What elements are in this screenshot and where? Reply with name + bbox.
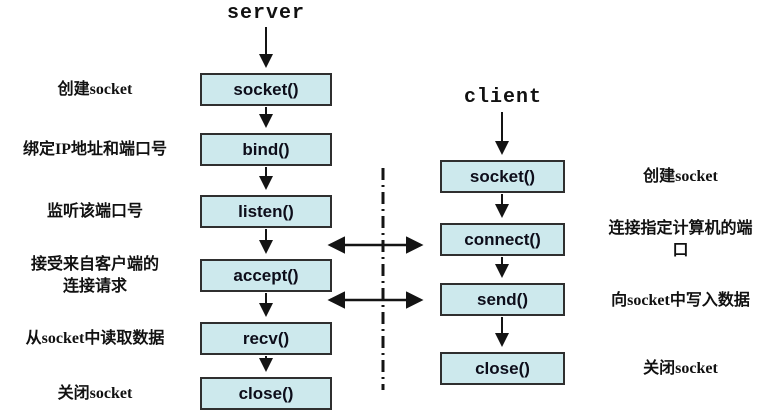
server-label-accept: 接受来自客户端的 连接请求 (30, 256, 159, 295)
server-label-bind: 绑定IP地址和端口号 (22, 141, 167, 158)
server-step-recv: recv() (200, 322, 332, 355)
server-step-socket: socket() (200, 73, 332, 106)
server-step-close: close() (200, 377, 332, 410)
server-label-recv: 从socket中读取数据 (25, 330, 165, 347)
server-label-close: 关闭socket (57, 385, 133, 402)
client-label-send: 向socket中写入数据 (611, 292, 750, 309)
server-title: server (226, 2, 305, 25)
client-title: client (463, 86, 542, 109)
client-label-connect: 连接指定计算机的端 口 (608, 220, 753, 259)
server-step-listen: listen() (200, 195, 332, 228)
client-label-create-socket: 创建socket (643, 168, 718, 185)
server-label-create-socket: 创建socket (57, 81, 133, 98)
server-label-listen: 监听该端口号 (46, 203, 143, 220)
client-step-send: send() (440, 283, 565, 316)
client-label-close: 关闭socket (643, 360, 718, 377)
server-step-bind: bind() (200, 133, 332, 166)
client-step-socket: socket() (440, 160, 565, 193)
client-step-connect: connect() (440, 223, 565, 256)
client-step-close: close() (440, 352, 565, 385)
server-step-accept: accept() (200, 259, 332, 292)
